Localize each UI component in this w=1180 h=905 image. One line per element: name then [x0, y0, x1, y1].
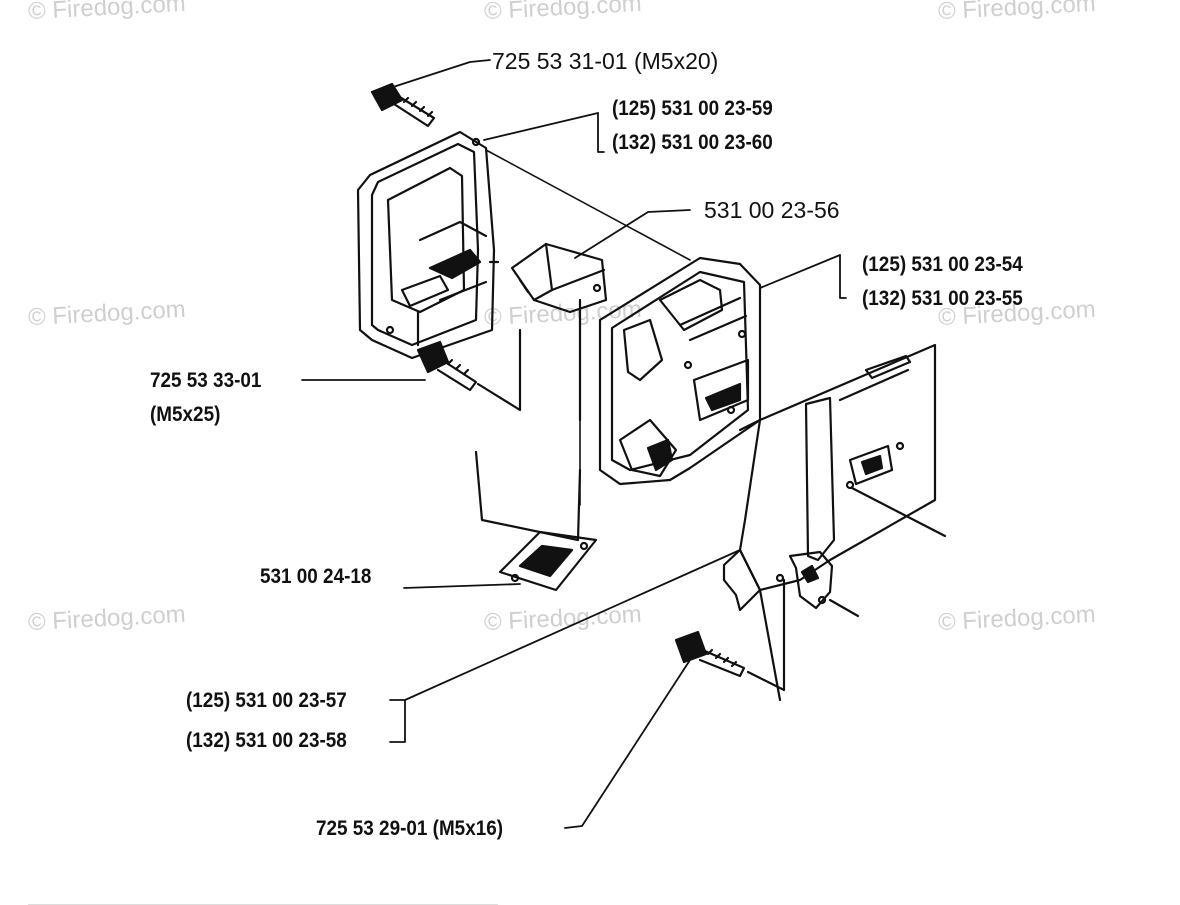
muffler-cover-icon	[356, 130, 500, 360]
screw-m5x25-icon	[416, 328, 522, 412]
flat-gasket-icon	[474, 450, 582, 542]
label-mid-screw-size: (M5x25)	[150, 403, 221, 426]
label-top-screw: 725 53 31-01 (M5x20)	[492, 48, 719, 74]
screw-m5x20-icon	[370, 82, 436, 128]
label-deflector: 531 00 23-56	[704, 197, 840, 223]
screw-m5x16-icon	[674, 578, 786, 692]
label-shield-125: (125) 531 00 23-57	[186, 689, 347, 712]
leader-lines	[301, 59, 847, 829]
heat-shield-plate-icon	[722, 343, 947, 702]
label-mid-screw: 725 53 33-01	[150, 369, 262, 392]
label-gasket: 531 00 24-18	[260, 565, 372, 588]
deflector-plate-icon	[510, 242, 608, 422]
label-cover-132: (132) 531 00 23-60	[612, 131, 773, 154]
label-shield-132: (132) 531 00 23-58	[186, 729, 347, 752]
label-muffler-132: (132) 531 00 23-55	[862, 287, 1023, 310]
muffler-body-icon	[598, 256, 762, 486]
label-bottom-screw: 725 53 29-01 (M5x16)	[316, 817, 504, 840]
exhaust-gasket-icon	[498, 530, 598, 592]
label-cover-125: (125) 531 00 23-59	[612, 97, 773, 120]
label-muffler-125: (125) 531 00 23-54	[862, 253, 1023, 276]
